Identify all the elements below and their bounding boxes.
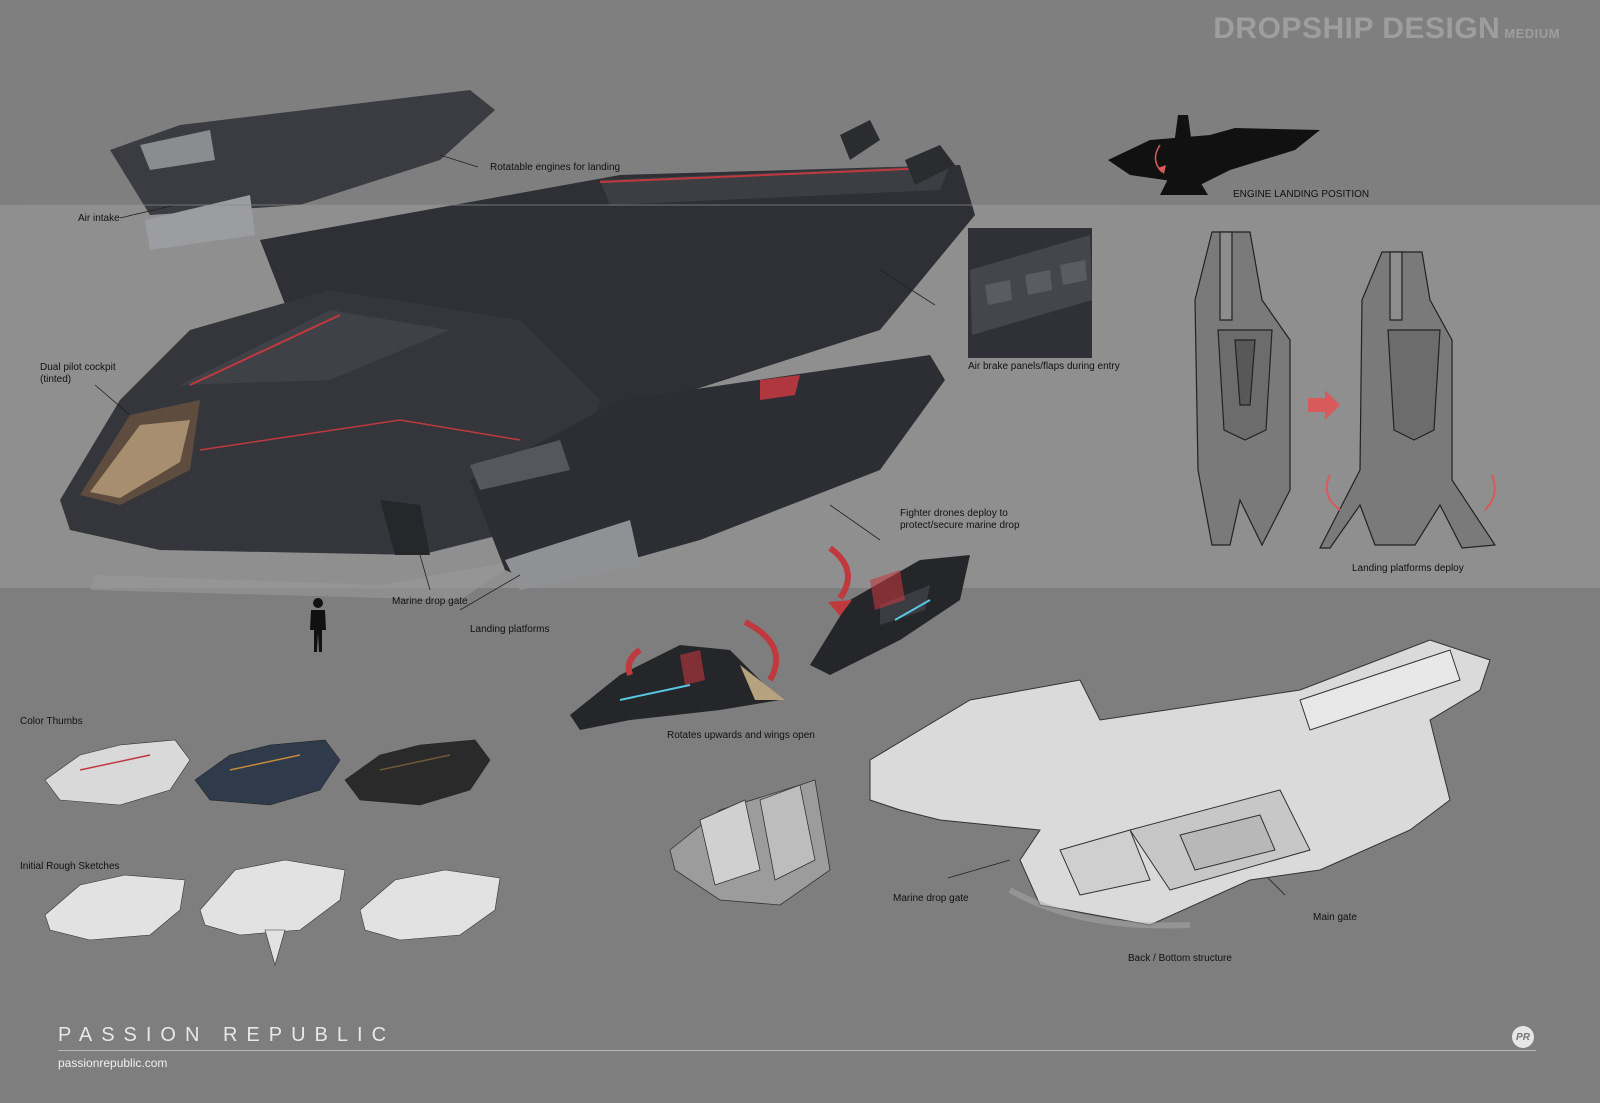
pr-logo-icon: PR: [1512, 1026, 1534, 1048]
fighter-drone-2: [570, 645, 785, 730]
callout-rotatable-engines: Rotatable engines for landing: [490, 162, 621, 173]
callout-fighter-drones: Fighter drones deploy to protect/secure …: [900, 508, 1020, 531]
landing-platform-after: [1319, 251, 1497, 549]
human-scale-figure: [310, 598, 326, 652]
rough-sketch-1: [44, 874, 186, 941]
callout-landing-platforms-deploy: Landing platforms deploy: [1352, 563, 1464, 574]
callout-landing-platforms: Landing platforms: [470, 624, 550, 635]
brand-name: PASSION REPUBLIC: [58, 1024, 396, 1046]
callout-back-bottom-structure: Back / Bottom structure: [1128, 953, 1232, 964]
rough-sketch-3: [359, 869, 501, 941]
color-thumb-white: [44, 739, 191, 806]
callout-air-intake: Air intake: [78, 213, 120, 224]
section-color-thumbs: Color Thumbs: [20, 716, 83, 727]
rotation-arrows: [625, 545, 851, 682]
deploy-arrow-left-icon: [1325, 474, 1341, 511]
color-thumb-black: [344, 739, 491, 806]
angle-sketch: [669, 779, 831, 906]
color-thumb-blue: [194, 739, 341, 806]
callout-air-brake: Air brake panels/flaps during entry: [968, 361, 1120, 372]
rotation-arrow-head-icon: [828, 600, 852, 616]
transition-arrow-icon: [1308, 390, 1340, 420]
footer-divider: [58, 1050, 1536, 1051]
rough-sketch-2: [199, 859, 346, 967]
website-link: passionrepublic.com: [58, 1056, 168, 1070]
callout-dual-pilot-cockpit: Dual pilot cockpit (tinted): [40, 362, 116, 385]
title-subtitle: MEDIUM: [1504, 26, 1560, 41]
main-dropship-illustration: [60, 90, 975, 600]
callout-lines: [20, 154, 1286, 896]
fighter-drone-1: [810, 555, 970, 675]
callout-marine-drop-gate-top: Marine drop gate: [392, 596, 468, 607]
callout-rotates-upwards: Rotates upwards and wings open: [667, 730, 815, 741]
engine-landing-silhouette: [1108, 115, 1320, 195]
callout-main-gate: Main gate: [1313, 912, 1357, 923]
callout-marine-drop-gate-bottom: Marine drop gate: [893, 893, 969, 904]
air-brake-detail-inset: [968, 228, 1092, 358]
section-initial-rough-sketches: Initial Rough Sketches: [20, 861, 120, 872]
title-text: DROPSHIP DESIGN: [1213, 12, 1501, 45]
landing-platform-before: [1194, 231, 1291, 547]
deploy-arrow-right-icon: [1484, 474, 1496, 511]
back-bottom-structure-sketch: [869, 639, 1491, 929]
callout-engine-landing-position: ENGINE LANDING POSITION: [1233, 189, 1370, 200]
